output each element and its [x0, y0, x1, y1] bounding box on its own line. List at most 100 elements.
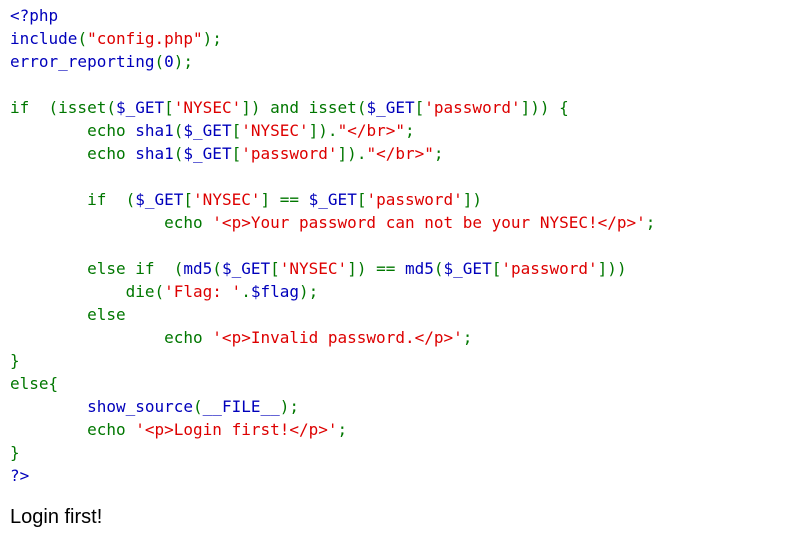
code-token-keyword: ]) and isset( — [241, 98, 367, 117]
code-token-default: sha1 — [135, 144, 174, 163]
code-token-default: __FILE__ — [202, 397, 280, 416]
code-token-keyword: ( — [173, 144, 184, 163]
code-token-keyword: [ — [356, 190, 367, 209]
code-token-keyword: ); — [279, 397, 299, 416]
code-token-keyword: ; — [462, 328, 473, 347]
code-token-string: 'password' — [501, 259, 598, 278]
code-token-default: 0 — [164, 52, 174, 71]
source-line: echo '<p>Login first!</p>'; — [10, 418, 655, 441]
code-token-keyword: ]) — [462, 190, 483, 209]
code-token-string: "</br>" — [337, 121, 405, 140]
code-token-keyword: ); — [299, 282, 319, 301]
code-token-keyword: else{ — [10, 374, 59, 393]
code-token-keyword: echo — [10, 121, 136, 140]
code-token-default: $_GET — [115, 98, 165, 117]
code-token-keyword: ; — [405, 121, 415, 140]
code-token-keyword: echo — [10, 420, 136, 439]
code-token-keyword: else if ( — [10, 259, 184, 278]
source-line: <?php — [10, 4, 655, 27]
code-token-default: $_GET — [183, 121, 232, 140]
code-token-keyword: ( — [193, 397, 203, 416]
code-token-string: "</br>" — [366, 144, 434, 163]
source-line: echo sha1($_GET['NYSEC'])."</br>"; — [10, 119, 655, 142]
code-token-keyword: echo — [10, 213, 213, 232]
source-line: echo sha1($_GET['password'])."</br>"; — [10, 142, 655, 165]
code-token-default: <?php — [10, 6, 59, 25]
code-token-keyword: ]). — [308, 121, 338, 140]
code-token-keyword: if ( — [10, 190, 136, 209]
code-token-default: $_GET — [366, 98, 415, 117]
code-token-keyword: ]). — [337, 144, 367, 163]
source-line: show_source(__FILE__); — [10, 395, 655, 418]
code-token-string: '<p>Login first!</p>' — [135, 420, 338, 439]
code-token-keyword: } — [10, 443, 20, 462]
code-token-keyword: ( — [433, 259, 444, 278]
code-token-keyword: ])) { — [520, 98, 569, 117]
code-token-keyword: ; — [645, 213, 656, 232]
code-token-keyword: [ — [183, 190, 194, 209]
code-token-default: sha1 — [135, 121, 174, 140]
source-line: die('Flag: '.$flag); — [10, 280, 655, 303]
source-line: if (isset($_GET['NYSEC']) and isset($_GE… — [10, 96, 655, 119]
code-token-keyword: ])) — [597, 259, 627, 278]
code-token-string: 'NYSEC' — [241, 121, 309, 140]
code-token-string: '<p>Your password can not be your NYSEC!… — [212, 213, 646, 232]
code-token-keyword: ]) == — [347, 259, 405, 278]
code-token-keyword: [ — [231, 121, 242, 140]
code-token-keyword: [ — [491, 259, 502, 278]
code-token-default: $_GET — [135, 190, 184, 209]
code-token-keyword: ] == — [260, 190, 309, 209]
code-token-keyword — [10, 397, 87, 416]
code-token-keyword: echo — [10, 144, 136, 163]
code-token-keyword: [ — [164, 98, 174, 117]
code-token-keyword: ( — [77, 29, 88, 48]
code-token-string: '<p>Invalid password.</p>' — [212, 328, 463, 347]
output-message: Login first! — [10, 506, 103, 528]
source-line — [10, 234, 655, 257]
code-token-keyword: . — [241, 282, 251, 301]
code-token-default: include — [10, 29, 78, 48]
source-line: else{ — [10, 372, 655, 395]
code-token-keyword: ( — [173, 121, 184, 140]
code-token-string: 'password' — [424, 98, 521, 117]
code-token-keyword: ; — [337, 420, 348, 439]
source-line: else — [10, 303, 655, 326]
source-line: error_reporting(0); — [10, 50, 655, 73]
code-token-keyword: if (isset( — [10, 98, 116, 117]
code-token-default: show_source — [87, 397, 194, 416]
code-token-string: 'Flag: ' — [164, 282, 242, 301]
source-line — [10, 73, 655, 96]
code-token-default: $_GET — [183, 144, 232, 163]
code-token-default: md5 — [404, 259, 434, 278]
code-token-keyword: echo — [10, 328, 213, 347]
source-line: } — [10, 441, 655, 464]
code-token-default: ?> — [10, 466, 30, 485]
code-token-string: "config.php" — [87, 29, 203, 48]
code-token-keyword: ( — [154, 52, 165, 71]
code-token-keyword: else — [10, 305, 126, 324]
code-token-keyword: [ — [231, 144, 242, 163]
source-line: } — [10, 349, 655, 372]
code-token-default: $_GET — [308, 190, 357, 209]
code-token-string: 'NYSEC' — [193, 190, 261, 209]
code-token-string: 'password' — [241, 144, 338, 163]
code-token-default: error_reporting — [10, 52, 155, 71]
source-line: echo '<p>Invalid password.</p>'; — [10, 326, 655, 349]
code-token-default: $_GET — [443, 259, 492, 278]
source-line: ?> — [10, 464, 655, 487]
source-line: echo '<p>Your password can not be your N… — [10, 211, 655, 234]
source-line: include("config.php"); — [10, 27, 655, 50]
code-token-string: 'NYSEC' — [279, 259, 348, 278]
code-token-string: 'NYSEC' — [173, 98, 242, 117]
code-token-default: md5 — [183, 259, 213, 278]
code-token-keyword: ); — [202, 29, 222, 48]
code-token-keyword: [ — [270, 259, 280, 278]
code-token-keyword: ); — [173, 52, 194, 71]
code-token-keyword: ; — [433, 144, 444, 163]
code-token-default: $_GET — [221, 259, 271, 278]
code-token-keyword: die( — [10, 282, 165, 301]
source-line: if ($_GET['NYSEC'] == $_GET['password']) — [10, 188, 655, 211]
source-line — [10, 165, 655, 188]
